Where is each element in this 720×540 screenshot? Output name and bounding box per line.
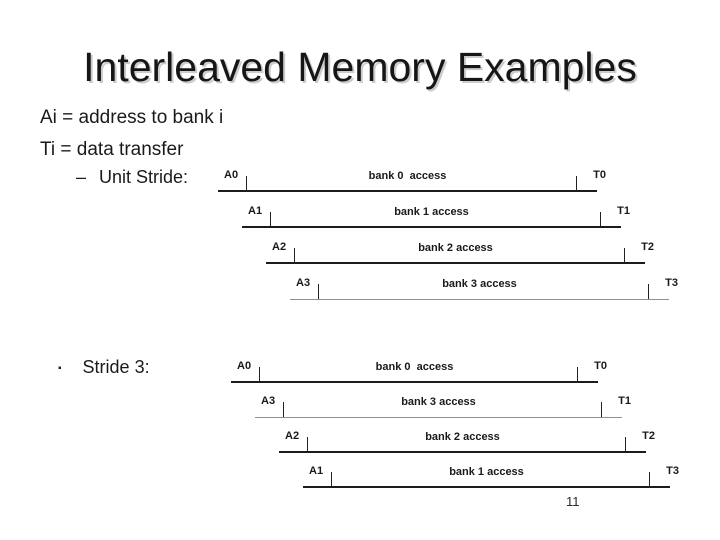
timing-row-bank0: A0 bank 0 access T0 [231, 360, 607, 383]
timing-row-bank3: A3 bank 3 access T3 [290, 277, 678, 300]
tick-mark-icon [577, 367, 578, 382]
tick-mark-icon [294, 248, 295, 263]
tick-mark-icon [600, 212, 601, 227]
timing-row-bank2: A2 bank 2 access T2 [266, 241, 654, 264]
tick-mark-icon [246, 176, 247, 191]
timing-row-bank3: A3 bank 3 access T1 [255, 395, 631, 418]
address-label: A3 [261, 395, 276, 407]
tick-mark-icon [648, 284, 649, 299]
address-label: A1 [309, 465, 324, 477]
stride3-label: Stride 3: [82, 357, 150, 377]
transfer-label: T1 [617, 205, 630, 217]
transfer-label: T0 [594, 360, 607, 372]
address-label: A2 [285, 430, 300, 442]
bank-access-label: bank 0 access [368, 170, 447, 182]
address-label: A0 [237, 360, 252, 372]
tick-mark-icon [318, 284, 319, 299]
stride3-header: ▪ Stride 3: [58, 357, 150, 378]
tick-mark-icon [625, 437, 626, 452]
address-label: A1 [248, 205, 263, 217]
page-number: 11 [566, 494, 580, 509]
transfer-label: T2 [641, 241, 654, 253]
tick-mark-icon [649, 472, 650, 487]
timeline [218, 190, 597, 192]
tick-mark-icon [270, 212, 271, 227]
transfer-label: T3 [666, 465, 679, 477]
bank-access-label: bank 0 access [375, 361, 454, 373]
slide-title: Interleaved Memory Examples [83, 44, 637, 90]
timeline [279, 451, 646, 453]
definition-ti: Ti = data transfer [40, 139, 184, 160]
timeline [255, 416, 622, 418]
address-label: A0 [224, 169, 239, 181]
timeline [242, 226, 621, 228]
transfer-label: T3 [665, 277, 678, 289]
timing-row-bank2: A2 bank 2 access T2 [279, 430, 655, 453]
tick-mark-icon [624, 248, 625, 263]
bank-access-label: bank 3 access [442, 278, 517, 290]
timeline [266, 262, 645, 264]
address-label: A2 [272, 241, 287, 253]
unit-stride-label: Unit Stride: [99, 167, 189, 187]
tick-mark-icon [576, 176, 577, 191]
tick-mark-icon [259, 367, 260, 382]
square-bullet-icon: ▪ [58, 363, 62, 374]
tick-mark-icon [307, 437, 308, 452]
bank-access-label: bank 1 access [394, 206, 469, 218]
transfer-label: T1 [618, 395, 631, 407]
transfer-label: T0 [593, 169, 606, 181]
bank-access-label: bank 1 access [449, 466, 524, 478]
transfer-label: T2 [642, 430, 655, 442]
timing-row-bank1: A1 bank 1 access T1 [242, 205, 630, 228]
bank-access-label: bank 3 access [401, 396, 476, 408]
tick-mark-icon [331, 472, 332, 487]
definition-ai: Ai = address to bank i [40, 107, 224, 128]
unit-stride-header: – Unit Stride: [76, 167, 188, 188]
dash-bullet-icon: – [76, 167, 87, 187]
timing-row-bank1: A1 bank 1 access T3 [303, 465, 679, 488]
bank-access-label: bank 2 access [425, 431, 500, 443]
bank-access-label: bank 2 access [418, 242, 493, 254]
timeline [290, 298, 669, 300]
tick-mark-icon [601, 402, 602, 417]
timeline [303, 486, 670, 488]
timeline [231, 381, 598, 383]
address-label: A3 [296, 277, 311, 289]
tick-mark-icon [283, 402, 284, 417]
timing-row-bank0: A0 bank 0 access T0 [218, 169, 606, 192]
